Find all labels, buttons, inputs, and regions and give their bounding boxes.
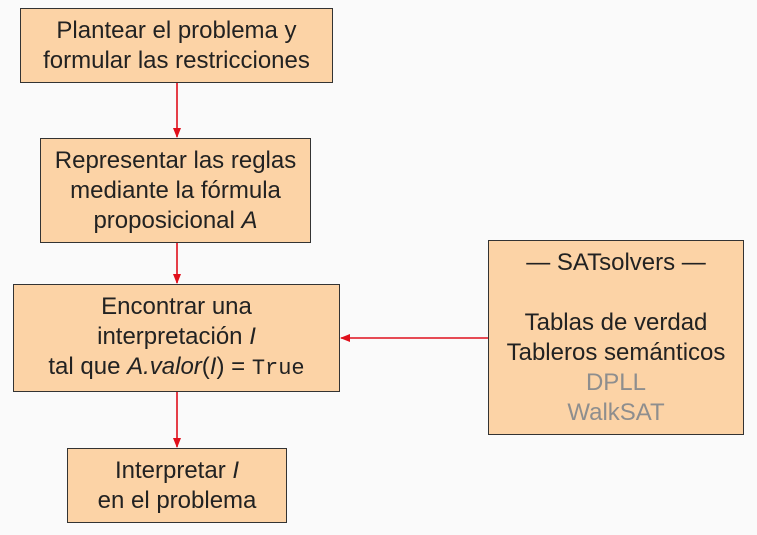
expr-variable-i: I [209, 353, 217, 380]
formula-variable-a: A [241, 206, 258, 234]
solver-tableros-semanticos: Tableros semánticos [506, 338, 726, 366]
step1-line1: Plantear el problema y [56, 16, 297, 44]
step4-line1-prefix: Interpretar [114, 456, 233, 484]
step3-line2: interpretación I [97, 322, 256, 352]
step2-line2: mediante la fórmula [70, 176, 281, 204]
satsolvers-title: — SATsolvers — [526, 248, 706, 276]
expr-paren-close-equals: ) = [216, 353, 252, 380]
interpretation-variable-i: I [249, 323, 256, 350]
solver-tablas-de-verdad: Tablas de verdad [524, 308, 708, 336]
expr-true-value: True [251, 356, 305, 381]
expr-paren-open: ( [201, 353, 210, 380]
step-encontrar-interpretacion: Encontrar una interpretación I tal que A… [13, 284, 340, 392]
step4-line1: Interpretar I [115, 456, 239, 486]
satsolvers-box: — SATsolvers — Tablas de verdad Tableros… [488, 240, 744, 435]
step2-line3-prefix: proposicional [93, 206, 242, 234]
step1-line2: formular las restricciones [43, 46, 310, 74]
solver-walksat: WalkSAT [567, 398, 665, 426]
step-plantear-problema: Plantear el problema y formular las rest… [20, 8, 333, 83]
step3-line3-prefix: tal que [48, 353, 128, 380]
step2-line1: Representar las reglas [54, 146, 297, 174]
expr-a-valor: A.valor [127, 353, 202, 380]
step3-line1: Encontrar una [101, 293, 252, 320]
step-representar-reglas: Representar las reglas mediante la fórmu… [40, 138, 311, 243]
step4-line2: en el problema [97, 486, 257, 514]
step-interpretar: Interpretar I en el problema [67, 448, 287, 523]
step3-line3: tal que A.valor(I) = True [48, 352, 304, 384]
step4-variable-i: I [232, 456, 240, 484]
step2-line3: proposicional A [93, 206, 257, 236]
step3-line2-prefix: interpretación [97, 323, 250, 350]
solver-dpll: DPLL [585, 368, 647, 396]
